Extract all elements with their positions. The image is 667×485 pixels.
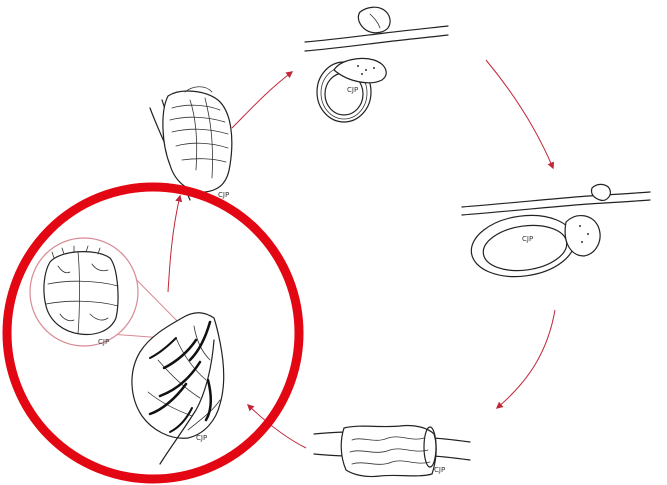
signature: CJP	[98, 338, 109, 346]
signature: CJP	[196, 434, 207, 442]
stage-gall-on-twig: CJP	[462, 184, 650, 283]
signature: CJP	[347, 86, 358, 94]
arrow-leaf-to-egg	[168, 196, 180, 292]
signature: CJP	[218, 191, 229, 199]
stage-damaged-twig: CJP	[314, 425, 470, 476]
stage-leaf-with-nymphs: CJP	[132, 313, 224, 464]
signature: CJP	[434, 466, 445, 474]
stage-gall-on-branch: CJP	[305, 7, 448, 122]
arrow-egg-to-gall	[232, 72, 292, 128]
arrow-twig-gall-to-damage	[497, 310, 555, 408]
signature: CJP	[522, 235, 533, 243]
arrow-gall-to-twig-gall	[486, 60, 553, 168]
